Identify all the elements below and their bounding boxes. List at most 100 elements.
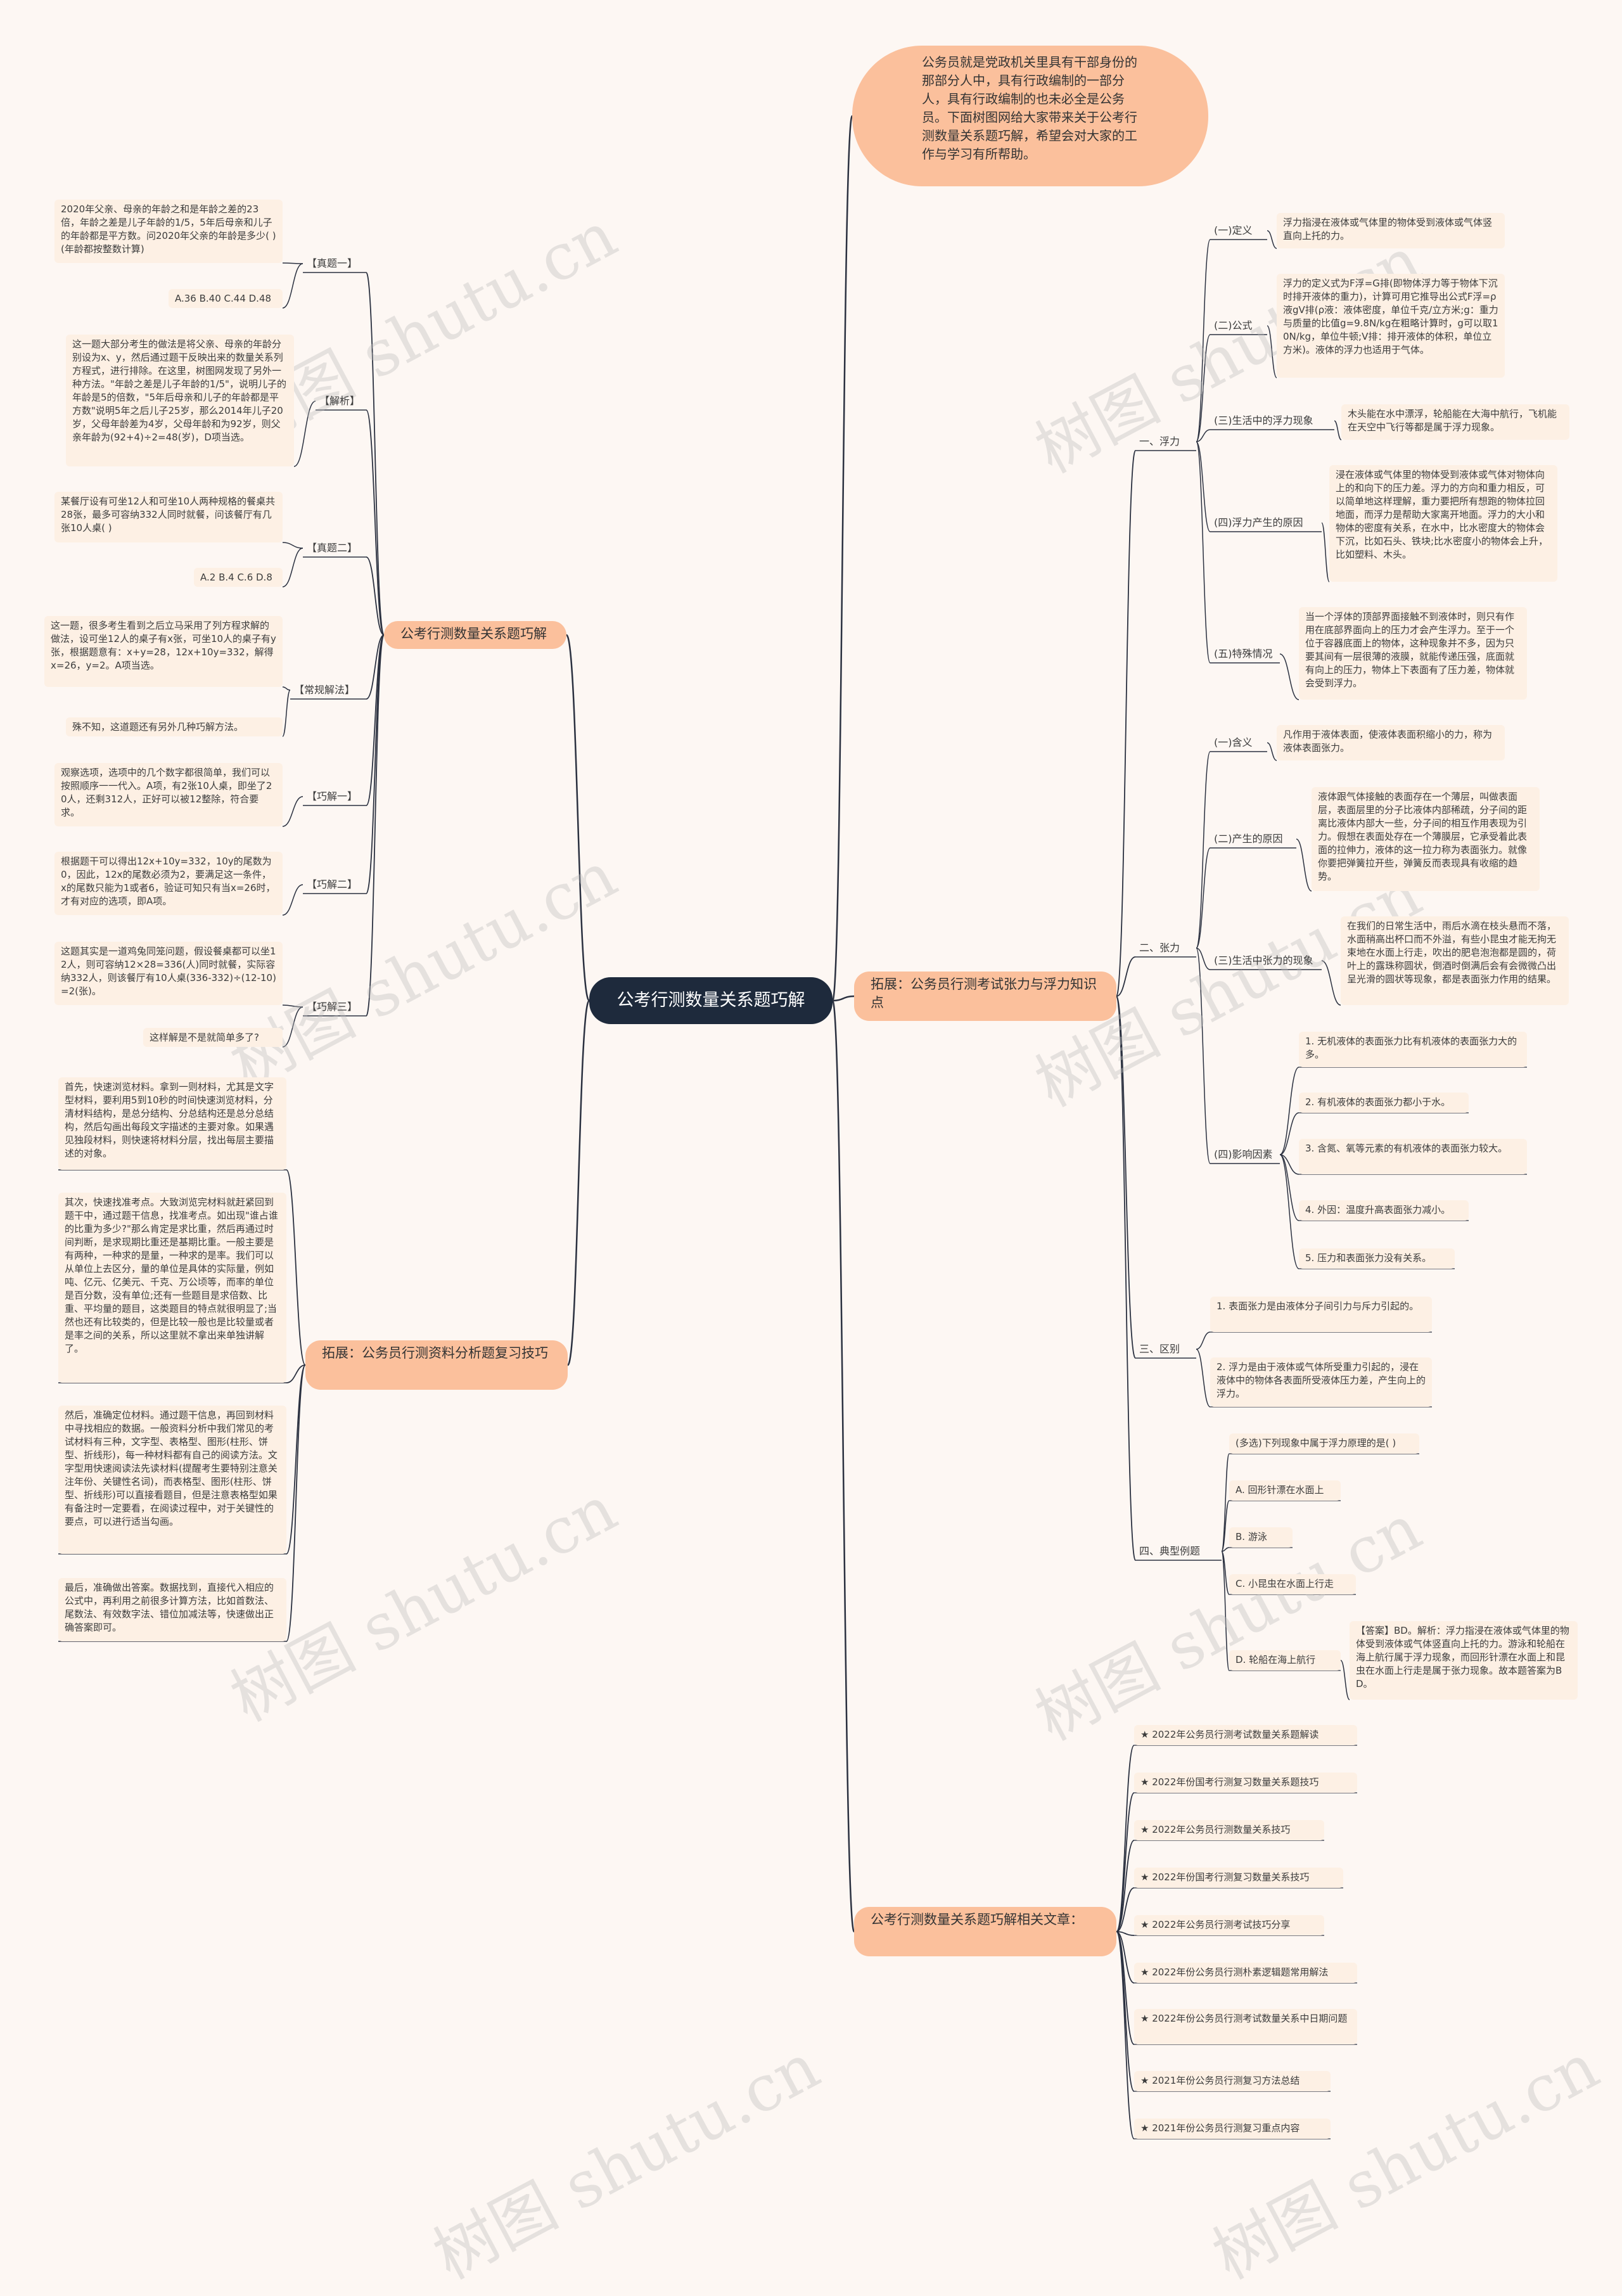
connector-line [366,556,385,636]
connector-line [1267,742,1277,761]
float-def-text: 浮力指浸在液体或气体里的物体受到液体或气体竖直向上托的力。 [1277,213,1505,248]
float-formula-label[interactable]: (二)公式 [1214,319,1253,331]
q1-text: 2020年父亲、母亲的年龄之和是年龄之差的23倍，年龄之差是儿子年龄的1/5，5… [54,200,283,263]
data-tip: 然后，准确定位材料。通过题干信息，再回到材料中寻找相应的数据。一般资料分析中我们… [58,1406,286,1554]
connector-line [1196,334,1211,442]
tension-factor: 1. 无机液体的表面张力比有机液体的表面张力大的多。 [1299,1032,1527,1067]
difference-item: 1. 表面张力是由液体分子间引力与斥力引起的。 [1210,1297,1432,1332]
trick3-label[interactable]: 【巧解三】 [307,1001,358,1013]
connector-line [1196,947,1211,970]
example-option: D. 轮船在海上航行 [1229,1650,1341,1671]
connector-line [282,884,303,916]
a1-label[interactable]: 【解析】 [319,395,361,407]
connector-line [1221,1547,1230,1552]
tension-life-label[interactable]: (三)生活中张力的现象 [1214,954,1313,966]
tension-meaning-text: 凡作用于液体表面，使液体表面积缩小的力，称为液体表面张力。 [1277,725,1505,760]
connector-line [366,409,385,636]
tension-label[interactable]: 二、张力 [1139,942,1180,954]
float-life-text: 木头能在水中漂浮，轮船能在大海中航行，飞机能在天空中飞行等都是属于浮力现象。 [1341,404,1569,440]
connector-line [1279,653,1300,700]
float-cause-text: 浸在液体或气体里的物体受到液体或气体对物体向上的和向下的压力差。浮力的方向和重力… [1329,465,1557,582]
conventional-text: 这一题，很多考生看到之后立马采用了列方程求解的做法，设可坐12人的桌子有x张，可… [44,616,283,687]
data-tip: 最后，准确做出答案。数据找到，直接代入相应的公式中，再利用之前很多计算方法，比如… [58,1578,286,1641]
connector-line [832,995,855,1002]
trick1-text: 观察选项，选项中的几个数字都很简单，我们可以按照顺序一一代入。A项，有2张10人… [54,763,283,826]
article-link[interactable]: ★ 2022年公务员行测考试数量关系题解读 [1134,1725,1357,1745]
connector-line [286,1364,306,1555]
connector-line [1321,522,1330,582]
connector-line [831,115,853,1002]
q2-options: A.2 B.4 C.6 D.8 [194,568,283,587]
tension-life-text: 在我们的日常生活中，雨后水滴在枝头悬而不落，水面稍高出杯口而不外溢，有些小昆虫才… [1341,916,1569,1005]
connector-line [282,686,291,691]
connector-line [1196,429,1211,442]
connector-line [565,634,591,1002]
q2-label[interactable]: 【真题二】 [307,542,358,554]
connector-line [282,1004,303,1008]
connector-line [1321,960,1341,1006]
article-link[interactable]: ★ 2022年份公务员行测朴素逻辑题常用解法 [1134,1963,1357,1983]
connector-line [1116,996,1136,1359]
tension-cause-label[interactable]: (二)产生的原因 [1214,833,1283,845]
connector-line [1196,947,1211,1164]
float-cause-label[interactable]: (四)浮力产生的原因 [1214,516,1303,529]
connector-line [282,1006,303,1048]
article-link[interactable]: ★ 2022年公务员行测数量关系技巧 [1134,1820,1324,1840]
branch-data-analysis[interactable]: 拓展：公务员行测资料分析题复习技巧 [305,1340,568,1390]
float-life-label[interactable]: (三)生活中的浮力现象 [1214,414,1313,426]
connector-lines [58,115,1527,2139]
article-link[interactable]: ★ 2022年份国考行测复习数量关系题技巧 [1134,1773,1357,1793]
conventional-label[interactable]: 【常规解法】 [294,684,355,696]
difference-item: 2. 浮力是由于液体或气体所受重力引起的，浸在液体中的物体各表面所受液体压力差，… [1210,1357,1432,1407]
connector-line [282,263,303,309]
example-label[interactable]: 四、典型例题 [1139,1545,1201,1557]
connector-line [1221,1551,1230,1671]
float-label[interactable]: 一、浮力 [1139,435,1180,447]
intro-note[interactable]: 公务员就是党政机关里具有干部身份的那部分人中，具有行政编制的一部分人，具有行政编… [852,46,1208,186]
article-link[interactable]: ★ 2022年份国考行测复习数量关系技巧 [1134,1868,1343,1888]
data-tip: 首先，快速浏览材料。拿到一则材料，尤其是文字型材料，要利用5到10秒的时间快速浏… [58,1077,286,1170]
tension-meaning-label[interactable]: (一)含义 [1214,736,1253,748]
data-tip: 其次，快速找准考点。大致浏览完材料就赶紧回到题干中，通过题干信息，找准考点。如出… [58,1193,286,1383]
float-special-label[interactable]: (五)特殊情况 [1214,648,1273,660]
article-link[interactable]: ★ 2021年份公务员行测复习方法总结 [1134,2071,1331,2091]
connector-line [1340,1660,1350,1700]
connector-line [1116,1745,1135,1932]
connector-line [366,634,385,1017]
connector-line [366,634,385,894]
trick1-label[interactable]: 【巧解一】 [307,790,358,802]
connector-line [293,401,316,467]
connector-line [1279,1154,1300,1221]
root-topic[interactable]: 公考行测数量关系题巧解 [589,977,833,1024]
branch-quant[interactable]: 公考行测数量关系题巧解 [384,621,566,649]
connector-line [566,999,591,1366]
connector-line [1196,1331,1211,1350]
connector-line [1279,1067,1300,1155]
a1-text: 这一题大部分考生的做法是将父亲、母亲的年龄分别设为x、y，然后通过题干反映出来的… [66,335,294,466]
connector-line [1334,420,1342,440]
connector-line [1116,1887,1135,1932]
connector-line [1116,1931,1135,1984]
connector-line [1279,1154,1300,1269]
connector-line [1116,956,1136,997]
connector-line [1116,450,1136,997]
connector-line [282,689,291,737]
connector-line [1116,1931,1135,2139]
trick3-text: 这题其实是一道鸡兔同笼问题，假设餐桌都可以坐12人，则可容纳12×28=336(… [54,942,283,1005]
branch-tension[interactable]: 拓展：公务员行测考试张力与浮力知识点 [854,972,1116,1021]
q1-label[interactable]: 【真题一】 [307,257,358,269]
article-link[interactable]: ★ 2022年份公务员行测考试数量关系中日期问题 [1134,2009,1357,2044]
float-def-label[interactable]: (一)定义 [1214,224,1253,236]
tension-factor-label[interactable]: (四)影响因素 [1214,1148,1273,1160]
connector-line [1196,239,1211,442]
trick3-note: 这样解是不是就简单多了? [143,1028,283,1047]
difference-label[interactable]: 三、区别 [1139,1343,1180,1355]
connector-line [286,1169,306,1366]
branch-articles[interactable]: 公考行测数量关系题巧解相关文章： [854,1907,1116,1956]
trick2-label[interactable]: 【巧解二】 [307,878,358,890]
article-link[interactable]: ★ 2021年份公务员行测复习重点内容 [1134,2119,1331,2139]
connector-line [1116,1931,1135,1936]
example-answer: 【答案】BD。解析：浮力指浸在液体或气体里的物体受到液体或气体竖直向上托的力。游… [1350,1621,1578,1700]
article-link[interactable]: ★ 2022年公务员行测考试技巧分享 [1134,1915,1324,1935]
trick2-text: 根据题干可以得出12x+10y=332，10y的尾数为0，因此，12x的尾数必须… [54,852,283,915]
